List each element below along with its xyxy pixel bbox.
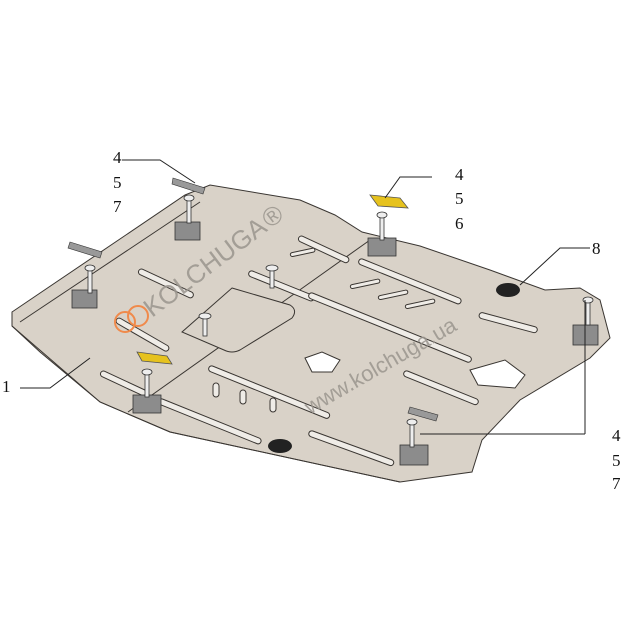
callout-top-left: 4 5 7: [113, 148, 122, 216]
callout-number: 4: [455, 165, 464, 184]
callout-number: 5: [113, 173, 122, 192]
callout-number: 4: [612, 426, 621, 445]
callout-number: 5: [455, 189, 464, 208]
brackets-small: [67, 177, 439, 422]
callout-number: 4: [113, 148, 122, 167]
mounting-brackets: [71, 221, 599, 466]
kolchuga-logo: [114, 305, 149, 333]
callout-number: 6: [455, 214, 464, 233]
bolts: [84, 194, 594, 448]
skid-plate: [11, 184, 611, 483]
rubber-plugs: [268, 283, 520, 453]
callout-number: 8: [592, 239, 601, 258]
leader-lines: [20, 159, 590, 435]
callout-number: 1: [2, 377, 11, 396]
callout-top-middle: 4 5 6: [455, 165, 464, 233]
callout-number: 7: [113, 197, 122, 216]
shims: [136, 194, 409, 365]
callout-number: 7: [612, 474, 621, 493]
callout-bottom-right: 4 5 7: [612, 426, 621, 493]
callout-number: 5: [612, 451, 621, 470]
